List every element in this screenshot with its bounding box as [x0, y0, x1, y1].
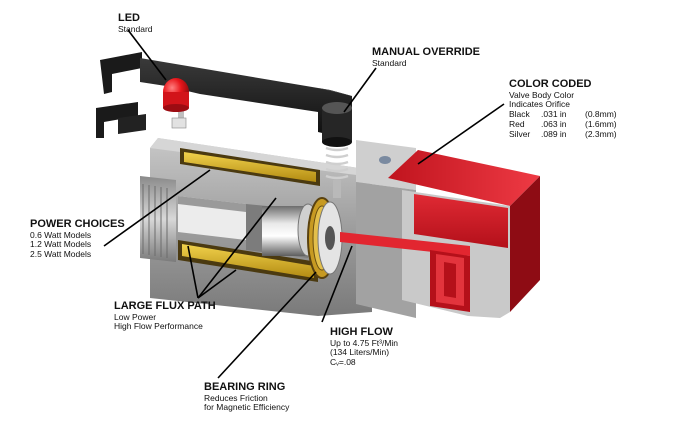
bearing-ring-leader [217, 271, 317, 379]
flux-path-leader-3 [197, 197, 277, 299]
orifice-row-silver: Silver .089 in (2.3mm) [509, 128, 617, 140]
orifice-inch: .063 in [541, 118, 567, 129]
high-flow-leader [321, 245, 353, 323]
label-led: LED Standard [118, 12, 153, 34]
manual-override-leader [343, 67, 377, 113]
orifice-color: Black [509, 109, 530, 120]
bearing-ring [307, 197, 343, 279]
top-housing [96, 52, 352, 140]
label-high-flow: HIGH FLOW Up to 4.75 Ft³/Min (134 Liters… [330, 326, 398, 368]
orifice-row-black: Black .031 in (0.8mm) [509, 109, 617, 120]
orifice-inch: .089 in [541, 128, 567, 139]
valve-block [356, 140, 416, 318]
label-bearing-ring: BEARING RING Reduces Friction for Magnet… [204, 381, 289, 413]
power-choice-1: 0.6 Watt Models [30, 229, 92, 240]
manual-override-knob [322, 102, 352, 198]
orifice-row-red: Red .063 in (1.6mm) [509, 118, 617, 130]
coil-windings [178, 148, 320, 282]
label-manual-override: MANUAL OVERRIDE Standard [372, 46, 480, 68]
orifice-inch: .031 in [541, 109, 567, 120]
label-color-coded: COLOR CODED Valve Body Color Indicates O… [509, 78, 617, 139]
orifice-color: Red [509, 118, 525, 129]
leader-lines [103, 29, 505, 379]
flux-path-leader-1 [187, 245, 199, 299]
manual-override-title: MANUAL OVERRIDE [372, 46, 480, 58]
label-power-choices: POWER CHOICES 0.6 Watt Models 1.2 Watt M… [30, 218, 125, 260]
power-choices-leader [103, 169, 211, 247]
led-leader [127, 29, 167, 81]
color-coded-line-1: Valve Body Color [509, 89, 575, 100]
large-flux-path-title: LARGE FLUX PATH [114, 300, 216, 312]
led-title: LED [118, 12, 140, 24]
bearing-ring-title: BEARING RING [204, 381, 286, 393]
flux-path-leader-2 [197, 269, 237, 299]
led-subtitle: Standard [118, 23, 153, 34]
orifice-mm: (1.6mm) [585, 118, 617, 129]
red-valve-cap [340, 150, 540, 318]
power-choices-title: POWER CHOICES [30, 218, 125, 230]
bearing-ring-line-1: Reduces Friction [204, 392, 268, 403]
color-coded-title: COLOR CODED [509, 78, 592, 90]
large-flux-path-line-1: Low Power [114, 311, 157, 322]
power-choice-3: 2.5 Watt Models [30, 249, 92, 260]
high-flow-line-2: (134 Liters/Min) [330, 347, 390, 358]
orifice-mm: (2.3mm) [585, 128, 617, 139]
color-coded-leader [417, 103, 505, 165]
high-flow-title: HIGH FLOW [330, 326, 393, 338]
manual-override-subtitle: Standard [372, 57, 407, 68]
label-large-flux-path: LARGE FLUX PATH Low Power High Flow Perf… [114, 300, 216, 332]
color-coded-line-2: Indicates Orifice [509, 99, 570, 110]
orifice-color: Silver [509, 128, 531, 139]
led-component [163, 78, 189, 129]
large-flux-path-line-2: High Flow Performance [114, 321, 203, 332]
high-flow-line-3: Cᵥ=.08 [330, 357, 356, 368]
bearing-ring-line-2: for Magnetic Efficiency [204, 402, 290, 413]
high-flow-line-1: Up to 4.75 Ft³/Min [330, 337, 399, 348]
power-choice-2: 1.2 Watt Models [30, 239, 92, 250]
orifice-mm: (0.8mm) [585, 109, 617, 120]
